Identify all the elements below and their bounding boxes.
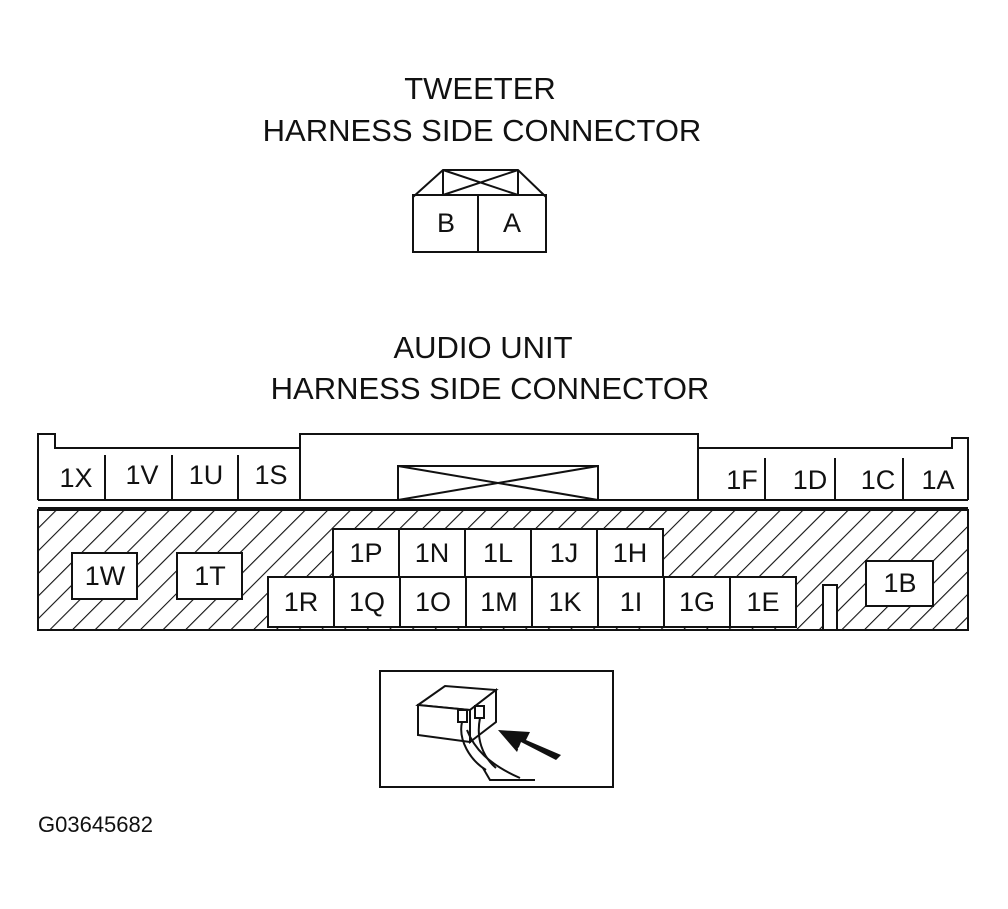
pin-label-1f: 1F: [726, 465, 758, 495]
pin-cell: [464, 528, 532, 578]
pin-cell: [267, 576, 335, 628]
pin-label-1v: 1V: [125, 460, 158, 490]
pin-label-1n: 1N: [415, 538, 450, 568]
pin-label-1l: 1L: [483, 538, 513, 568]
pin-label-1h: 1H: [613, 538, 648, 568]
pin-label-1t: 1T: [194, 561, 226, 591]
pin-label-1j: 1J: [550, 538, 579, 568]
pin-label-1c: 1C: [861, 465, 896, 495]
tweeter-title-line2: HARNESS SIDE CONNECTOR: [263, 113, 702, 148]
pin-label-1a: 1A: [921, 465, 954, 495]
pin-cell: [597, 576, 665, 628]
pin-label-1k: 1K: [548, 587, 581, 617]
pin-label-1q: 1Q: [349, 587, 385, 617]
pin-label-1s: 1S: [254, 460, 287, 490]
pin-cell: [596, 528, 664, 578]
tweeter-pin-label: A: [503, 208, 521, 238]
tweeter-connector: B A: [412, 169, 547, 253]
pin-label-1b: 1B: [883, 568, 916, 598]
pin-label-1g: 1G: [679, 587, 715, 617]
pin-label-1w: 1W: [85, 561, 126, 591]
figure-code: G03645682: [38, 812, 153, 837]
audio-connector: 1X 1V 1U 1S 1F 1D 1C 1A 1W 1T 1P 1N 1L 1J 1H…: [37, 433, 969, 631]
lower-middle-pin-row: 1R 1Q 1O 1M 1K 1I 1G 1E: [267, 576, 797, 628]
pin-label-1u: 1U: [189, 460, 224, 490]
tweeter-title-line1: TWEETER: [404, 71, 556, 106]
pin-label-1p: 1P: [349, 538, 382, 568]
pin-label-1i: 1I: [620, 587, 643, 617]
top-right-pin-row: 1F 1D 1C 1A: [726, 458, 955, 500]
probe-inset: [379, 670, 614, 788]
pin-label-1d: 1D: [793, 465, 828, 495]
pin-cell: [729, 576, 797, 628]
pin-label-1r: 1R: [284, 587, 319, 617]
audio-title-line2: HARNESS SIDE CONNECTOR: [271, 371, 710, 406]
pin-label-1x: 1X: [59, 463, 92, 493]
upper-middle-pin-row: 1P 1N 1L 1J 1H: [332, 528, 664, 578]
pin-cell: [530, 528, 598, 578]
pin-label-1m: 1M: [480, 587, 518, 617]
pin-label-1e: 1E: [746, 587, 779, 617]
audio-title-line1: AUDIO UNIT: [393, 330, 572, 365]
pin-label-1o: 1O: [415, 587, 451, 617]
pin-cell: [663, 576, 731, 628]
tweeter-pin-label: B: [437, 208, 455, 238]
top-left-pin-row: 1X 1V 1U 1S: [59, 455, 288, 500]
